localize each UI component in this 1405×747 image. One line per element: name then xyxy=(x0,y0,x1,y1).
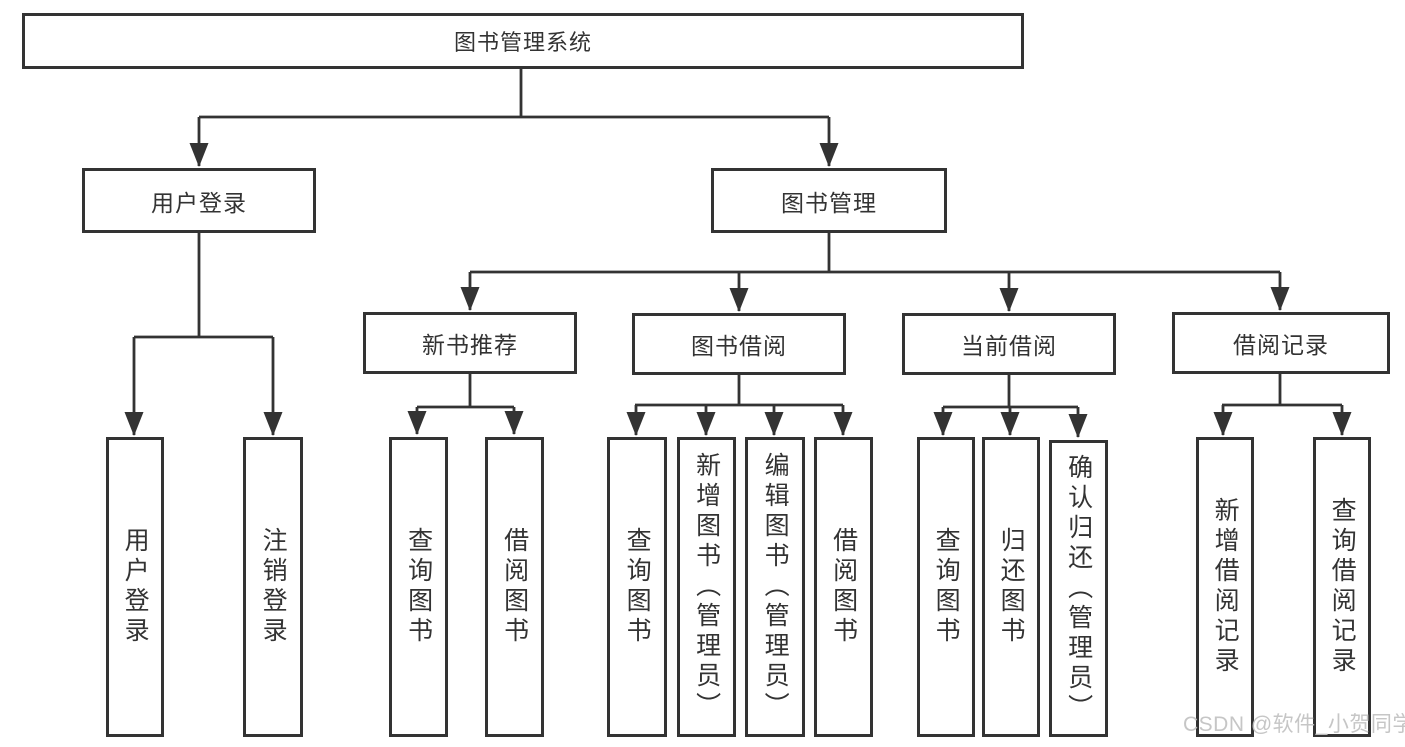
leaf-label: 查询图书 xyxy=(623,527,652,647)
node-label: 当前借阅 xyxy=(961,333,1057,359)
node-label: 图书管理系统 xyxy=(453,30,592,55)
leaf-query-borrow-record: 查询借阅记录 xyxy=(1313,437,1371,737)
leaf-label: 借阅图书 xyxy=(829,527,858,647)
node-label: 图书借阅 xyxy=(691,333,787,359)
leaf-add-book-admin: 新增图书（管理员） xyxy=(677,437,736,737)
leaf-label: 编辑图书（管理员） xyxy=(761,452,790,722)
leaf-logout: 注销登录 xyxy=(243,437,303,737)
node-new-book-recommend: 新书推荐 xyxy=(363,312,577,374)
leaf-label: 用户登录 xyxy=(121,527,150,647)
node-current-borrowing: 当前借阅 xyxy=(902,313,1116,375)
leaf-edit-book-admin: 编辑图书（管理员） xyxy=(745,437,805,737)
leaf-label: 借阅图书 xyxy=(500,527,529,647)
leaf-add-borrow-record: 新增借阅记录 xyxy=(1196,437,1254,737)
leaf-label: 新增借阅记录 xyxy=(1211,497,1240,677)
leaf-label: 查询图书 xyxy=(932,527,961,647)
node-book-management: 图书管理 xyxy=(711,168,947,233)
leaf-return-book: 归还图书 xyxy=(982,437,1040,737)
node-book-borrowing: 图书借阅 xyxy=(632,313,846,375)
leaf-query-book-3: 查询图书 xyxy=(917,437,975,737)
leaf-borrow-book-2: 借阅图书 xyxy=(814,437,873,737)
leaf-label: 新增图书（管理员） xyxy=(692,452,721,722)
leaf-label: 归还图书 xyxy=(997,527,1026,647)
leaf-label: 确认归还（管理员） xyxy=(1064,453,1093,724)
node-label: 用户登录 xyxy=(151,189,247,216)
node-label: 新书推荐 xyxy=(422,332,518,358)
node-label: 借阅记录 xyxy=(1233,332,1329,358)
leaf-label: 注销登录 xyxy=(259,527,288,647)
leaf-borrow-book: 借阅图书 xyxy=(485,437,544,737)
leaf-label: 查询图书 xyxy=(404,527,433,647)
leaf-confirm-return-admin: 确认归还（管理员） xyxy=(1049,440,1108,737)
leaf-query-book: 查询图书 xyxy=(389,437,448,737)
node-user-login: 用户登录 xyxy=(82,168,316,233)
csdn-watermark: CSDN @软件_小贺同学 xyxy=(1183,713,1405,736)
leaf-label: 查询借阅记录 xyxy=(1328,497,1357,677)
node-borrowing-records: 借阅记录 xyxy=(1172,312,1390,374)
leaf-user-login: 用户登录 xyxy=(106,437,164,737)
leaf-query-book-2: 查询图书 xyxy=(607,437,667,737)
node-library-management-system: 图书管理系统 xyxy=(22,13,1024,69)
node-label: 图书管理 xyxy=(781,189,877,216)
